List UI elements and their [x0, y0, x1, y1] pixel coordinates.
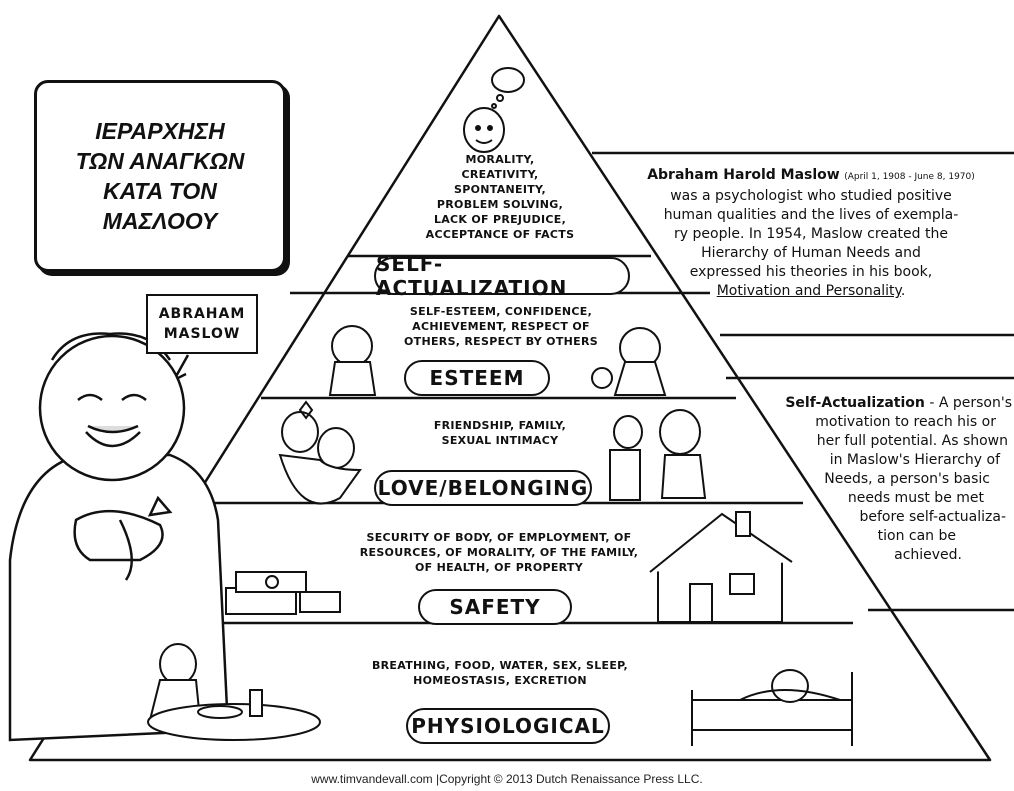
title-line-4: ΜΑΣΛΟΟΥ	[102, 208, 218, 234]
love-belonging-needs: FRIENDSHIP, FAMILY, SEXUAL INTIMACY	[400, 418, 600, 448]
need-line: LACK OF PREJUDICE,	[433, 213, 567, 226]
safety-needs: SECURITY OF BODY, OF EMPLOYMENT, OF RESO…	[316, 530, 682, 575]
esteem-needs: SELF-ESTEEM, CONFIDENCE, ACHIEVEMENT, RE…	[384, 304, 618, 349]
bio-line: ry people. In 1954, Maslow created the	[674, 226, 948, 242]
safety-label: SAFETY	[418, 589, 572, 625]
need-line: OF HEALTH, OF PROPERTY	[414, 561, 584, 574]
definition-line: her full potential. As shown	[816, 433, 1008, 449]
need-line: MORALITY,	[465, 153, 535, 166]
copyright-credit: www.timvandevall.com |Copyright © 2013 D…	[311, 772, 703, 786]
child-eating-figure	[147, 643, 321, 741]
bio-line: expressed his theories in his book,	[689, 264, 933, 280]
title-line-2: ΤΩΝ ΑΝΑΓΚΩΝ	[75, 148, 245, 174]
family-figures	[278, 400, 707, 505]
need-line: CREATIVITY,	[461, 168, 539, 181]
title-box: ΙΕΡΑΡΧΗΣΗ ΤΩΝ ΑΝΑΓΚΩΝ ΚΑΤΑ ΤΟΝ ΜΑΣΛΟΟΥ	[34, 80, 286, 272]
maslow-name-tag: ABRAHAM MASLOW	[146, 294, 258, 354]
definition-term: Self-Actualization	[785, 395, 925, 411]
money-stack-figure	[225, 571, 341, 615]
bio-dates: (April 1, 1908 - June 8, 1970)	[844, 172, 975, 182]
sleeping-child-bed-figure	[691, 669, 853, 746]
bio-book-title: Motivation and Personality	[716, 283, 901, 299]
need-line: ACHIEVEMENT, RESPECT OF	[412, 320, 590, 333]
need-line: OTHERS, RESPECT BY OTHERS	[404, 335, 598, 348]
self-actualization-needs: MORALITY, CREATIVITY, SPONTANEITY, PROBL…	[400, 152, 600, 242]
bio-name: Abraham Harold Maslow	[647, 167, 840, 183]
need-line: SECURITY OF BODY, OF EMPLOYMENT, OF	[366, 531, 632, 544]
self-actualization-label: SELF-ACTUALIZATION	[374, 252, 630, 300]
definition-line: motivation to reach his or	[815, 414, 996, 430]
need-line: SEXUAL INTIMACY	[441, 434, 559, 447]
need-line: FRIENDSHIP, FAMILY,	[433, 419, 567, 432]
bio-line: Hierarchy of Human Needs and	[701, 245, 921, 261]
title-line-3: ΚΑΤΑ ΤΟΝ	[103, 178, 217, 204]
title-line-1: ΙΕΡΑΡΧΗΣΗ	[95, 118, 225, 144]
definition-line: needs must be met	[847, 490, 984, 506]
bio-line: was a psychologist who studied positive	[670, 188, 952, 204]
thinking-child-figure	[463, 67, 525, 153]
house-figure	[649, 511, 793, 623]
need-line: BREATHING, FOOD, WATER, SEX, SLEEP,	[371, 659, 629, 672]
definition-line: before self-actualiza-	[859, 509, 1007, 525]
definition-line: - A person's	[924, 395, 1012, 411]
need-line: RESOURCES, OF MORALITY, OF THE FAMILY,	[359, 546, 639, 559]
physiological-needs: BREATHING, FOOD, WATER, SEX, SLEEP, HOME…	[340, 658, 660, 688]
definition-line: Needs, a person's basic	[824, 471, 990, 487]
need-line: PROBLEM SOLVING,	[436, 198, 564, 211]
physiological-label: PHYSIOLOGICAL	[406, 708, 610, 744]
name-tag-line-2: MASLOW	[163, 326, 241, 342]
need-line: ACCEPTANCE OF FACTS	[425, 228, 575, 241]
bio-line: human qualities and the lives of exempla…	[663, 207, 959, 223]
need-line: SELF-ESTEEM, CONFIDENCE,	[409, 305, 593, 318]
name-tag-line-1: ABRAHAM	[158, 306, 246, 322]
need-line: HOMEOSTASIS, EXCRETION	[413, 674, 587, 687]
self-actualization-definition: Self-Actualization - A person's motivati…	[724, 394, 1012, 565]
maslow-biography: Abraham Harold Maslow (April 1, 1908 - J…	[612, 166, 1010, 301]
esteem-label: ESTEEM	[404, 360, 550, 396]
pyramid-outline	[28, 14, 992, 762]
esteem-children-figures	[328, 325, 667, 396]
definition-line: tion can be	[877, 528, 956, 544]
need-line: SPONTANEITY,	[454, 183, 546, 196]
love-belonging-label: LOVE/BELONGING	[374, 470, 592, 506]
definition-line: achieved.	[894, 547, 962, 563]
bio-book-end: .	[900, 283, 906, 299]
definition-line: in Maslow's Hierarchy of	[829, 452, 1000, 468]
